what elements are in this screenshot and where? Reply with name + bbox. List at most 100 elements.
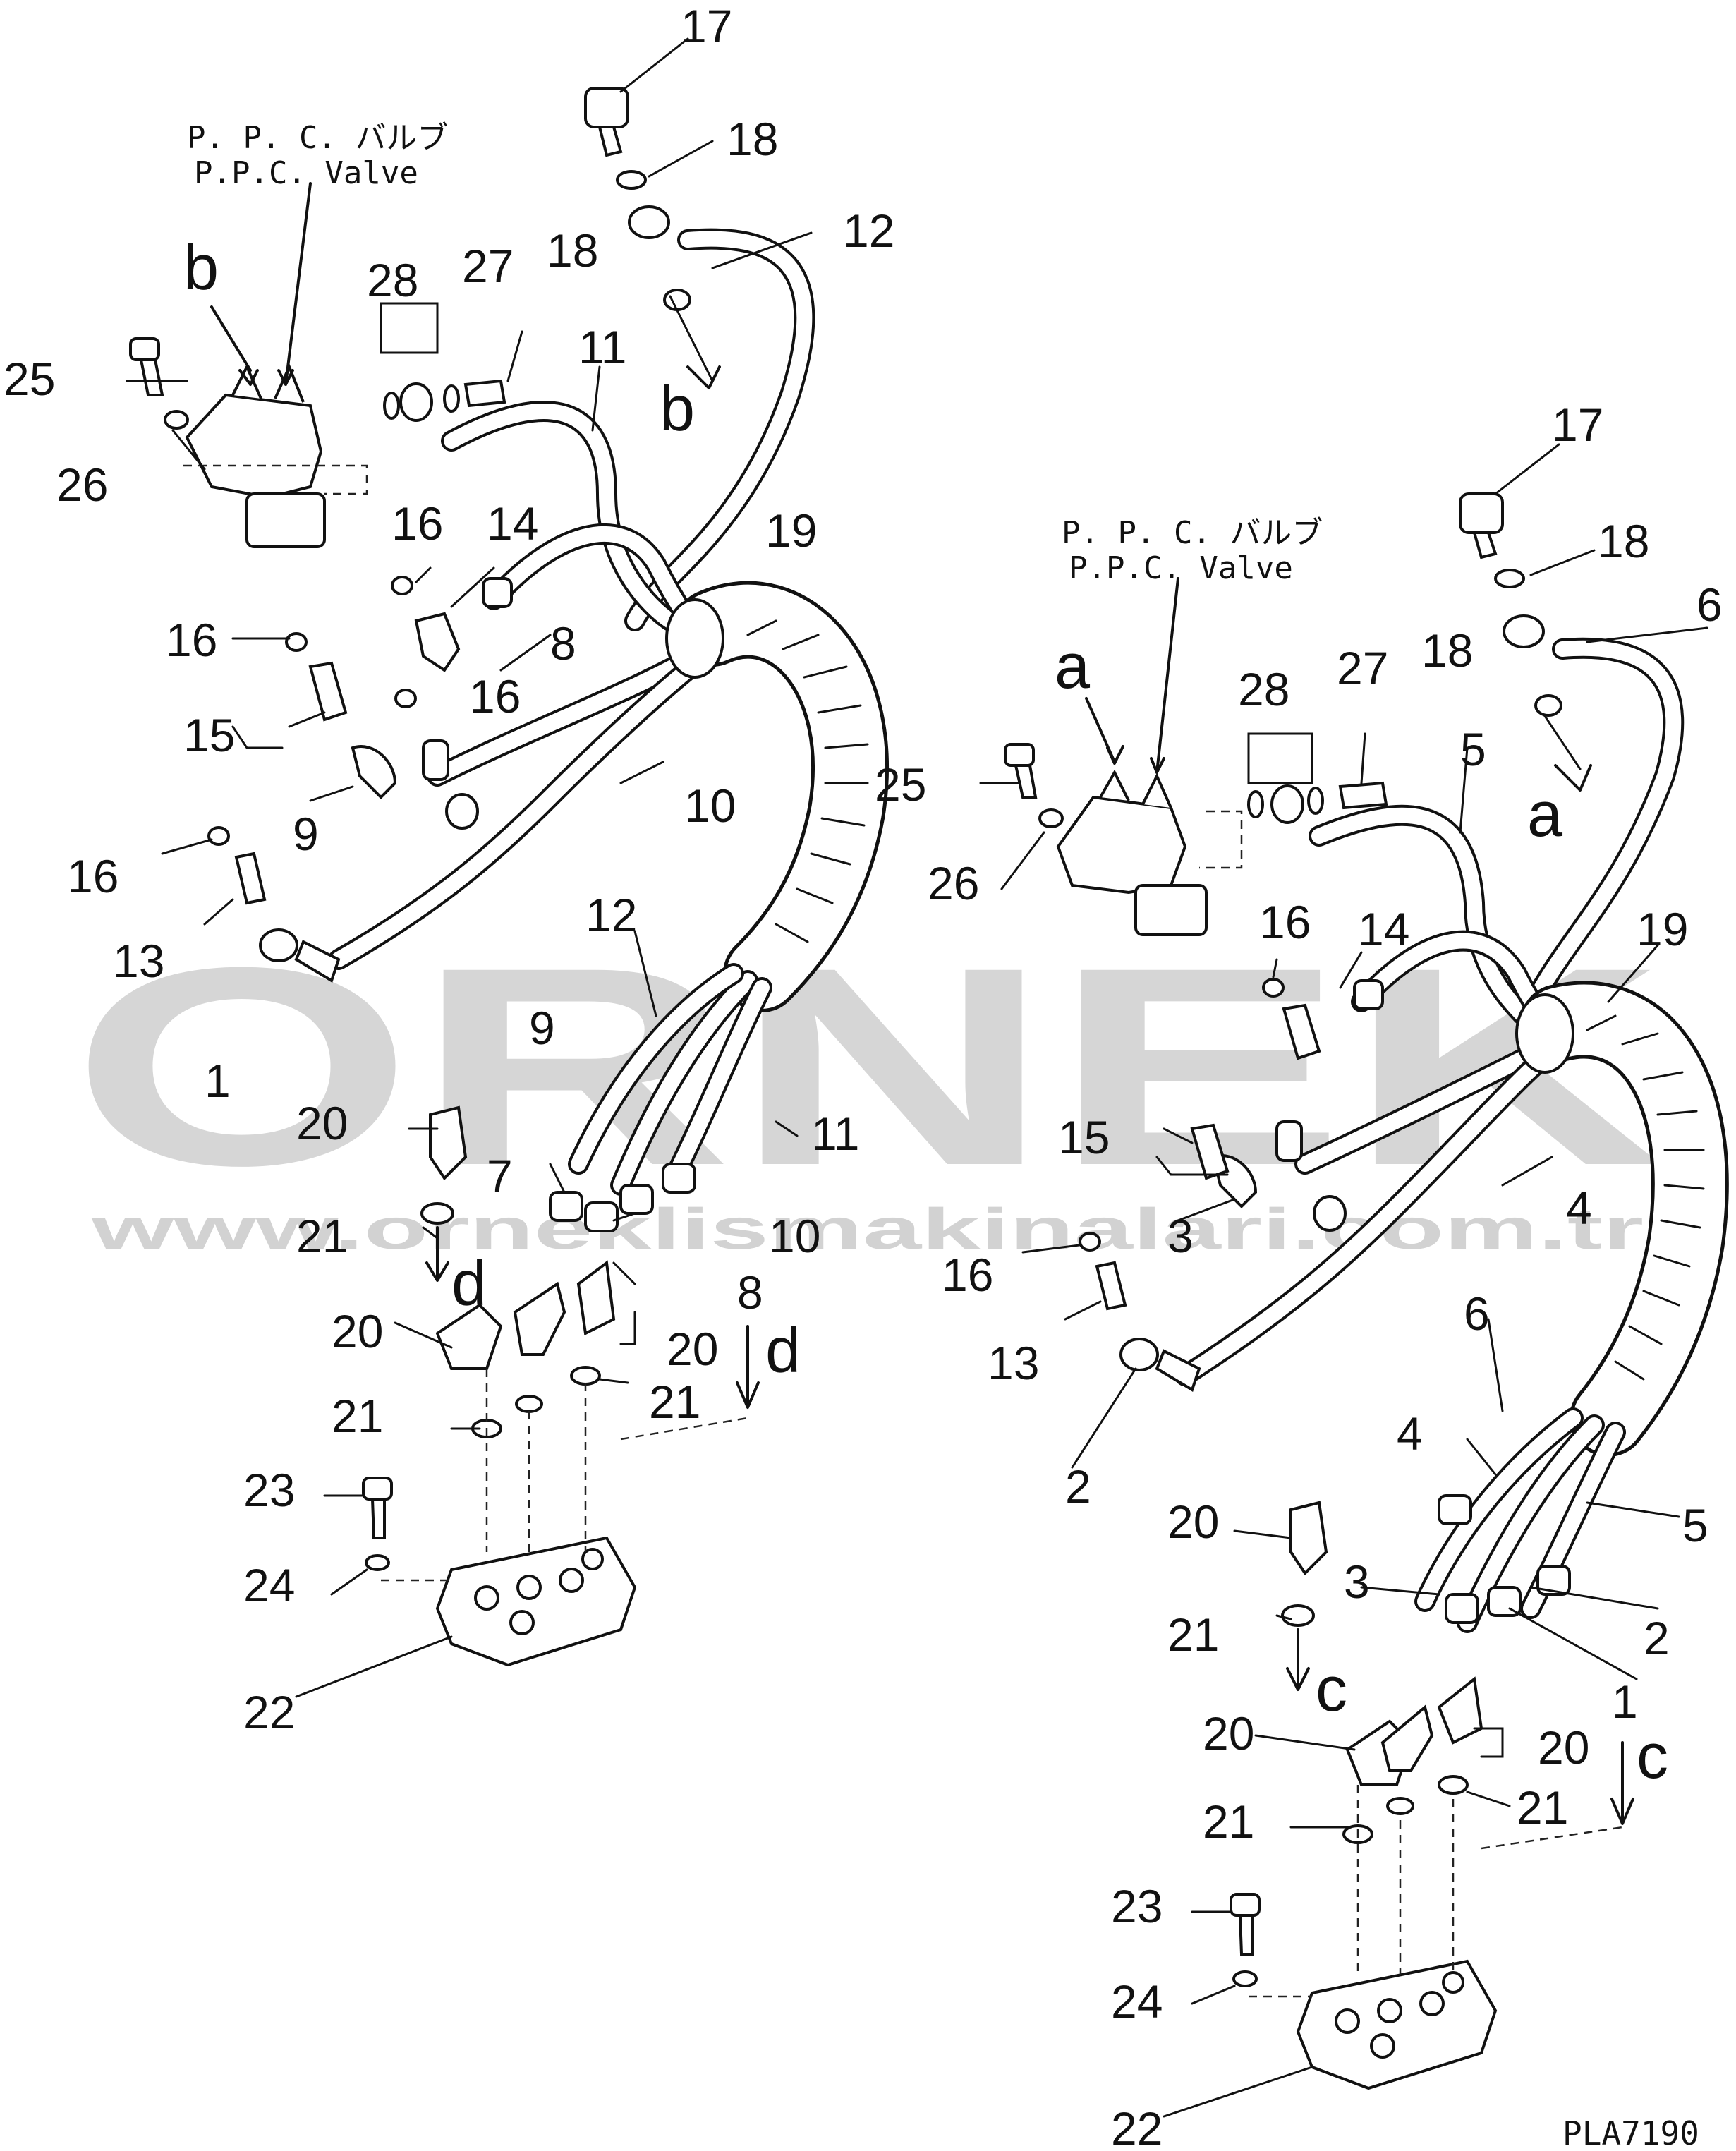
oring-21c-right — [1386, 1797, 1414, 1815]
callout-19-r: 19 — [1637, 903, 1688, 955]
callout-21b: 21 — [332, 1390, 383, 1442]
callout-24-r: 24 — [1111, 1975, 1163, 2028]
oring-16d-left — [207, 826, 230, 846]
callout-21: 21 — [296, 1210, 348, 1262]
elbow-20d-left — [576, 1260, 616, 1336]
callout-2-r: 2 — [1065, 1460, 1091, 1513]
oring-16a-right — [1262, 978, 1285, 998]
oring-21d-right — [1438, 1775, 1469, 1795]
callout-12: 12 — [843, 205, 894, 257]
callout-20b: 20 — [332, 1305, 383, 1357]
ppc-valve-label-jp-left: P. P. C. バルブ — [187, 120, 448, 156]
elbow-20d-right — [1437, 1676, 1483, 1745]
callout-12b: 12 — [585, 889, 637, 941]
callout-6-r: 6 — [1696, 578, 1723, 631]
callout-16c: 16 — [469, 670, 521, 722]
callout-d-view: d — [451, 1249, 487, 1319]
right-assembly: 17 18 6 18 a a 28 27 5 25 26 16 14 19 15… — [875, 399, 1729, 2151]
callout-19: 19 — [765, 504, 817, 557]
callout-14-r: 14 — [1358, 903, 1409, 955]
ppc-valve-label-en-left: P.P.C. Valve — [194, 155, 418, 191]
ppc-valve-label-en-right: P.P.C. Valve — [1069, 550, 1293, 586]
callout-16a: 16 — [391, 497, 443, 550]
callout-20c: 20 — [667, 1323, 718, 1375]
hose-bundle-right — [1174, 637, 1729, 1633]
callout-21c-r: 21 — [1517, 1781, 1568, 1834]
callout-16a-r: 16 — [1259, 896, 1311, 948]
adapter-15-right — [1190, 1123, 1230, 1180]
callout-21c: 21 — [649, 1376, 700, 1428]
elbow-20c-right — [1380, 1704, 1434, 1772]
callout-3b-r: 3 — [1344, 1556, 1370, 1608]
oring-21d-left — [570, 1366, 601, 1386]
callout-9: 9 — [293, 808, 319, 860]
elbow-20a-left — [429, 1105, 468, 1181]
callout-18: 18 — [727, 113, 778, 165]
callout-20c-r: 20 — [1538, 1721, 1589, 1774]
callout-25: 25 — [4, 353, 55, 405]
callout-a-view: a — [1055, 631, 1091, 702]
callout-c-view: c — [1316, 1654, 1347, 1725]
callout-27: 27 — [462, 240, 514, 292]
callouts-left: 17 18 12 18 28 27 11 b b 25 26 16 14 19 … — [4, 0, 894, 1738]
oring-18b-right — [1534, 694, 1562, 717]
hose-end-fittings-left — [259, 577, 696, 1232]
callout-26-r: 26 — [928, 857, 979, 909]
callout-1-r: 1 — [1612, 1676, 1638, 1728]
callout-4-r: 4 — [1566, 1182, 1592, 1234]
bolt-23-right — [1230, 1893, 1261, 1956]
adapter-13-right — [1095, 1261, 1127, 1311]
bolt-25-right — [1004, 743, 1038, 799]
adapter-13-left — [234, 852, 267, 905]
plug-27-left — [463, 379, 506, 408]
callout-b-view: b — [183, 233, 219, 303]
drawing-code: PLA7190 — [1562, 2114, 1699, 2151]
oring-28b-right — [1307, 787, 1324, 815]
ppc-valve-right — [1056, 769, 1243, 936]
oring-18-right — [1494, 569, 1525, 588]
fitting-17-left — [584, 87, 629, 157]
elbow-14-left — [414, 612, 461, 672]
callout-23-r: 23 — [1111, 1880, 1163, 1932]
callout-28-r: 28 — [1238, 663, 1289, 715]
plug-27-right — [1338, 781, 1388, 810]
oring-16b-right — [1079, 1232, 1101, 1252]
oring-28b-left — [443, 384, 460, 413]
callout-21b-r: 21 — [1203, 1795, 1254, 1848]
callout-21-r: 21 — [1167, 1608, 1219, 1661]
callout-a-arrow: a — [1527, 780, 1563, 850]
oring-21a-left — [420, 1202, 454, 1225]
ppc-valve-left — [183, 363, 368, 548]
callout-5-r: 5 — [1460, 723, 1486, 775]
callout-16b-r: 16 — [942, 1249, 993, 1301]
elbow-20b-left — [435, 1303, 503, 1370]
callout-2b-r: 2 — [1644, 1612, 1670, 1664]
elbow-20a-right — [1289, 1501, 1328, 1576]
elbow-12-top — [628, 205, 670, 239]
callout-b-arrow: b — [660, 374, 695, 444]
elbow-6-top — [1503, 614, 1545, 648]
callout-8: 8 — [550, 617, 576, 669]
callout-26: 26 — [56, 459, 108, 511]
callout-16b: 16 — [166, 614, 217, 666]
block-22-right — [1296, 1959, 1498, 2090]
ppc-valve-label-jp-right: P. P. C. バルブ — [1062, 515, 1323, 551]
callout-24: 24 — [243, 1559, 295, 1611]
oring-16a-left — [391, 576, 413, 595]
callout-20b-r: 20 — [1203, 1707, 1254, 1759]
callout-d-arrow: d — [765, 1316, 801, 1386]
bolt-25-left — [129, 337, 164, 396]
bolt-23-left — [362, 1477, 393, 1539]
callout-7: 7 — [487, 1150, 513, 1202]
washer-24-left — [365, 1554, 390, 1571]
callout-9b: 9 — [529, 1002, 555, 1054]
callout-22-r: 22 — [1111, 2102, 1163, 2151]
callout-c-arrow: c — [1637, 1721, 1668, 1792]
callout-28: 28 — [367, 254, 418, 306]
callout-10: 10 — [684, 780, 736, 832]
oring-21c-left — [515, 1395, 543, 1413]
callout-4b-r: 4 — [1397, 1407, 1423, 1460]
leader-lines-right — [979, 443, 1708, 2118]
callout-20-r: 20 — [1167, 1496, 1219, 1548]
